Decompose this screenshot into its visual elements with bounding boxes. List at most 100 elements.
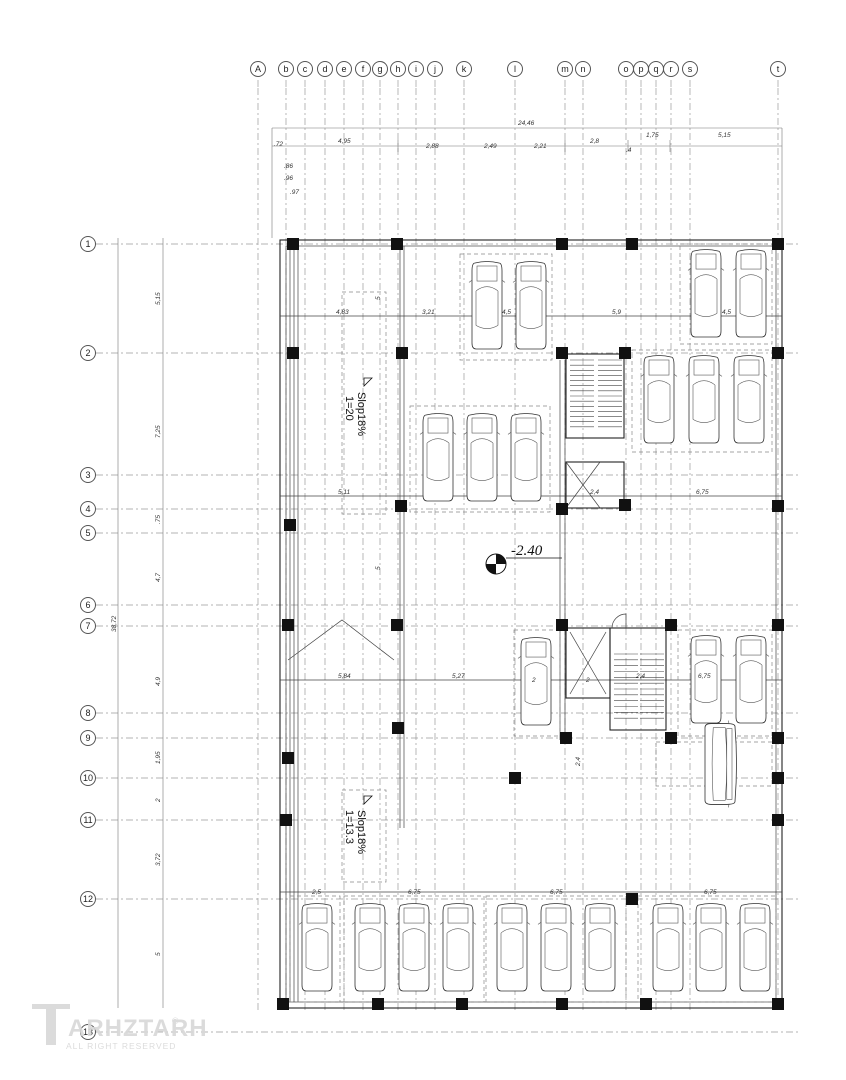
grid-row-bubble: 8 bbox=[80, 705, 96, 721]
column-square bbox=[626, 893, 638, 905]
dimension-text: 2 bbox=[531, 677, 536, 684]
brand-watermark: ARHZTARH ALL RIGHT RESERVED ® bbox=[32, 1004, 207, 1051]
grid-row-bubble: 7 bbox=[80, 618, 96, 634]
dimension-text: 2,88 bbox=[425, 143, 439, 150]
interior-dimension-texts: 4,83 3,21 4,5 5,9 4,5 5,11 2,4 6,75 5,84… bbox=[311, 296, 731, 896]
column-square bbox=[372, 998, 384, 1010]
column-square bbox=[772, 500, 784, 512]
grid-row-bubble: 6 bbox=[80, 597, 96, 613]
dimension-text: 2,4 bbox=[575, 757, 582, 767]
grid-column-label: g bbox=[377, 64, 382, 74]
grid-column-label: s bbox=[688, 64, 693, 74]
column-square bbox=[509, 772, 521, 784]
dimension-text: 4,5 bbox=[722, 309, 731, 316]
grid-column-label: o bbox=[623, 64, 628, 74]
grid-column-label: A bbox=[255, 64, 261, 74]
ramp-slope-label-lower: Slop18% 1=13.3 bbox=[343, 795, 373, 854]
dimension-text: 4,7 bbox=[155, 573, 162, 582]
column-square bbox=[282, 619, 294, 631]
column-square bbox=[396, 347, 408, 359]
grid-row-bubble: 12 bbox=[80, 891, 96, 907]
dimension-text: 5,11 bbox=[338, 489, 351, 496]
car-icon bbox=[685, 355, 723, 444]
dimension-text: 5,27 bbox=[452, 673, 465, 680]
grid-row-label: 10 bbox=[83, 773, 93, 783]
car-icon bbox=[732, 249, 770, 338]
dimension-text: .72 bbox=[274, 141, 283, 148]
column-square bbox=[772, 814, 784, 826]
column-square bbox=[772, 998, 784, 1010]
column-square bbox=[391, 619, 403, 631]
column-square bbox=[619, 499, 631, 511]
car-icon bbox=[581, 903, 619, 992]
grid-column-label: t bbox=[777, 64, 780, 74]
grid-column-label: h bbox=[395, 64, 400, 74]
grid-column-bubble: d bbox=[317, 61, 333, 77]
ramp-lower bbox=[287, 619, 395, 883]
grid-row-bubble: 4 bbox=[80, 501, 96, 517]
grid-column-label: e bbox=[341, 64, 346, 74]
car-icon bbox=[730, 355, 768, 444]
dimension-text: 2,5 bbox=[311, 889, 321, 896]
column-square bbox=[772, 238, 784, 250]
column-square bbox=[277, 998, 289, 1010]
grid-column-label: i bbox=[415, 64, 417, 74]
grid-row-bubble: 1 bbox=[80, 236, 96, 252]
grid-column-bubble: r bbox=[663, 61, 679, 77]
grid-column-bubble: j bbox=[427, 61, 443, 77]
dimension-text: .4 bbox=[626, 147, 632, 154]
grid-column-label: q bbox=[653, 64, 658, 74]
dimension-text: 2,21 bbox=[533, 143, 547, 150]
grid-column-bubble: b bbox=[278, 61, 294, 77]
dimension-text: 5,15 bbox=[155, 292, 162, 305]
car-icon bbox=[351, 903, 389, 992]
grid-row-label: 11 bbox=[83, 815, 92, 825]
car-icon bbox=[732, 635, 770, 724]
grid-column-label: c bbox=[303, 64, 308, 74]
ramp-ratio-text: 1=20 bbox=[343, 396, 355, 421]
dimension-text: 4,95 bbox=[338, 138, 351, 145]
grid-column-bubble: i bbox=[408, 61, 424, 77]
watermark-tagline: ALL RIGHT RESERVED bbox=[66, 1041, 176, 1051]
grid-column-label: k bbox=[462, 64, 467, 74]
dimension-text: 6,75 bbox=[550, 889, 563, 896]
column-square bbox=[665, 619, 677, 631]
grid-column-label: l bbox=[514, 64, 516, 74]
grid-column-bubble: m bbox=[557, 61, 573, 77]
car-icon bbox=[419, 413, 457, 502]
dimension-text: 1,75 bbox=[646, 132, 659, 139]
column-square bbox=[619, 347, 631, 359]
dimension-lines bbox=[117, 127, 783, 1008]
dimension-text: .97 bbox=[290, 189, 299, 196]
dimension-text: 3,21 bbox=[422, 309, 435, 316]
grid-row-label: 3 bbox=[85, 470, 90, 480]
dimension-text: 2,4 bbox=[589, 489, 599, 496]
grid-column-label: r bbox=[670, 64, 673, 74]
car-icon bbox=[687, 635, 725, 724]
grid-row-bubble: 5 bbox=[80, 525, 96, 541]
grid-column-bubble: n bbox=[575, 61, 591, 77]
column-square bbox=[556, 998, 568, 1010]
grid-row-label: 1 bbox=[85, 239, 90, 249]
column-square bbox=[556, 238, 568, 250]
ramp-upper bbox=[341, 291, 387, 515]
dimension-text: 6,75 bbox=[696, 489, 709, 496]
grid-column-label: p bbox=[638, 64, 643, 74]
car-icon bbox=[649, 903, 687, 992]
grid-column-bubble: h bbox=[390, 61, 406, 77]
grid-column-bubble: q bbox=[648, 61, 664, 77]
left-dimension-texts: 5,15 7,25 .75 4,7 4,9 1,95 2 3,72 5 38,7… bbox=[111, 292, 162, 956]
dimension-text: .75 bbox=[155, 515, 162, 524]
car-icon bbox=[395, 903, 433, 992]
grid-row-label: 13 bbox=[83, 1027, 93, 1037]
column-square bbox=[640, 998, 652, 1010]
parking-stall-boxes bbox=[289, 243, 777, 1003]
column-square bbox=[391, 238, 403, 250]
stair-core-upper bbox=[565, 353, 625, 509]
dimension-text: 5 bbox=[155, 952, 162, 956]
column-square bbox=[772, 732, 784, 744]
car-icon bbox=[687, 249, 725, 338]
column-square bbox=[772, 347, 784, 359]
dimension-text: 5,15 bbox=[718, 132, 731, 139]
